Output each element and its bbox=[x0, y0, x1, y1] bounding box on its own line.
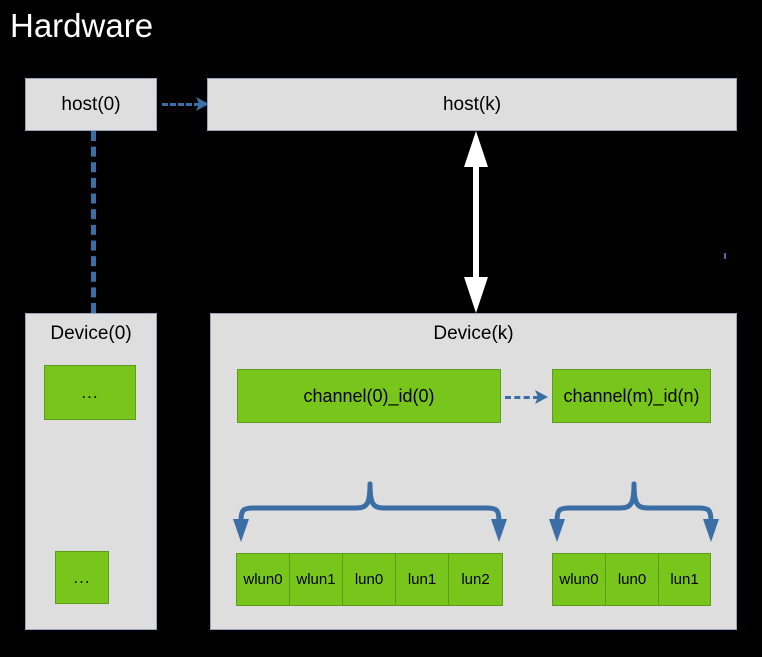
device-0-box-2-label: ... bbox=[73, 567, 91, 587]
lun-group-1: wlun0 wlun1 lun0 lun1 lun2 bbox=[236, 553, 503, 606]
lun-cell-label: lun0 bbox=[617, 571, 647, 588]
device-0-box-1[interactable]: ... bbox=[44, 365, 136, 420]
lun-cell-wlun0[interactable]: wlun0 bbox=[552, 553, 605, 606]
channel0-to-channelm-arrowhead bbox=[535, 390, 548, 404]
lun-cell-label: lun2 bbox=[461, 571, 490, 588]
device-k-label: Device(k) bbox=[433, 323, 514, 344]
channel-0-id-0-label: channel(0)_id(0) bbox=[303, 385, 435, 406]
host0-to-hostk-dashed-line bbox=[162, 103, 200, 106]
stray-mark bbox=[724, 253, 726, 259]
lun-cell-label: lun1 bbox=[407, 571, 437, 588]
device-0-panel[interactable]: Device(0) ... ... bbox=[25, 313, 157, 630]
host-k-label: host(k) bbox=[442, 93, 502, 115]
lun-cell-lun2[interactable]: lun2 bbox=[448, 553, 503, 606]
lun-cell-label: lun0 bbox=[354, 571, 384, 588]
lun-cell-lun1[interactable]: lun1 bbox=[658, 553, 711, 606]
host-0-label: host(0) bbox=[61, 93, 121, 115]
host-k-box[interactable]: host(k) bbox=[207, 78, 737, 131]
lun-cell-lun1[interactable]: lun1 bbox=[395, 553, 448, 606]
channel-0-lun-brace bbox=[233, 481, 507, 542]
hostk-to-devicek-double-arrow bbox=[464, 131, 488, 313]
lun-cell-label: wlun0 bbox=[243, 571, 283, 588]
channel-0-id-0-box[interactable]: channel(0)_id(0) bbox=[237, 369, 501, 423]
channel0-to-channelm-dashed-line bbox=[505, 396, 539, 399]
device-0-box-1-label: ... bbox=[81, 382, 99, 402]
channel-m-id-n-box[interactable]: channel(m)_id(n) bbox=[552, 369, 711, 423]
lun-cell-label: wlun1 bbox=[296, 571, 336, 588]
device-0-label: Device(0) bbox=[50, 323, 132, 344]
page-title: Hardware bbox=[10, 7, 154, 44]
lun-cell-lun0[interactable]: lun0 bbox=[605, 553, 658, 606]
lun-group-2: wlun0 lun0 lun1 bbox=[552, 553, 711, 606]
device-0-box-2[interactable]: ... bbox=[55, 551, 109, 604]
lun-cell-label: wlun0 bbox=[559, 571, 599, 588]
lun-cell-wlun1[interactable]: wlun1 bbox=[289, 553, 342, 606]
host0-to-device0-dashed-line bbox=[91, 131, 96, 313]
host-0-box[interactable]: host(0) bbox=[25, 78, 157, 131]
channel-m-id-n-label: channel(m)_id(n) bbox=[563, 385, 700, 406]
lun-cell-wlun0[interactable]: wlun0 bbox=[236, 553, 289, 606]
channel-m-lun-brace bbox=[549, 481, 719, 542]
host0-to-hostk-arrowhead bbox=[196, 97, 209, 111]
lun-cell-label: lun1 bbox=[670, 571, 699, 588]
device-k-panel[interactable]: Device(k) channel(0)_id(0) channel(m)_id… bbox=[210, 313, 737, 630]
lun-cell-lun0[interactable]: lun0 bbox=[342, 553, 395, 606]
